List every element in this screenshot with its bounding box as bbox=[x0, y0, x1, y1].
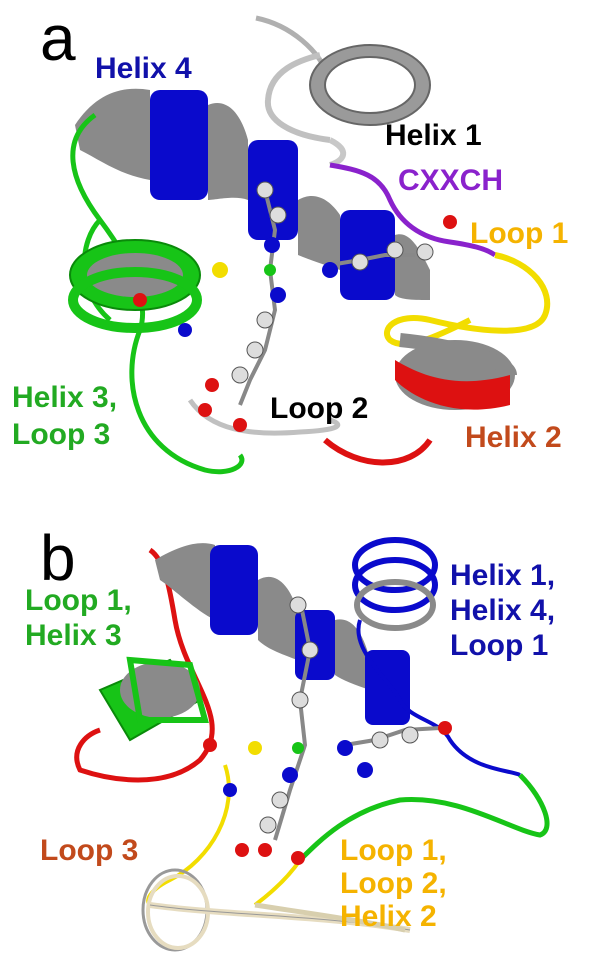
helix-3-ribbon-a bbox=[68, 112, 245, 475]
helix-1-coil-b bbox=[352, 537, 521, 777]
label-helix-3-a-line1: Helix 3, bbox=[12, 381, 117, 414]
heme-ball-and-stick-b bbox=[203, 596, 452, 865]
helix-1-ribbon-a bbox=[255, 15, 431, 168]
label-loop-2-a: Loop 2 bbox=[270, 392, 368, 425]
label-blue-b-line3: Loop 1 bbox=[450, 629, 548, 662]
loop-3-strand-b bbox=[74, 547, 215, 783]
label-blue-b-line2: Helix 4, bbox=[450, 594, 555, 627]
label-helix-1-a: Helix 1 bbox=[385, 119, 482, 152]
panel-a: a bbox=[12, 2, 568, 475]
label-green-b-line1: Loop 1, bbox=[25, 584, 132, 617]
bottom-coil-b bbox=[141, 868, 411, 952]
loop-2-strand bbox=[187, 398, 341, 436]
label-cxxch: CXXCH bbox=[398, 164, 503, 197]
label-orange-b-line1: Loop 1, bbox=[340, 834, 447, 867]
label-helix-2-a: Helix 2 bbox=[465, 421, 562, 454]
panel-a-letter: a bbox=[40, 2, 76, 74]
helix-4-ribbon-b bbox=[155, 543, 410, 725]
label-helix-4-a: Helix 4 bbox=[95, 52, 192, 85]
cxxch-strand bbox=[329, 162, 497, 258]
label-red-b-line1: Loop 3 bbox=[40, 834, 138, 867]
helix-3-ribbon-b bbox=[98, 656, 209, 742]
label-green-b-line2: Helix 3 bbox=[25, 619, 122, 652]
label-blue-b-line1: Helix 1, bbox=[450, 559, 555, 592]
label-loop-1-a: Loop 1 bbox=[470, 217, 568, 250]
loop-1-green-strand-b bbox=[298, 773, 550, 862]
panel-b-letter: b bbox=[40, 522, 76, 594]
label-orange-b-line2: Loop 2, bbox=[340, 867, 447, 900]
label-helix-3-a-line2: Loop 3 bbox=[12, 418, 110, 451]
heme-ball-and-stick-a bbox=[133, 181, 457, 432]
loop-yellow-strand-b-2 bbox=[253, 858, 302, 907]
panel-b: b bbox=[25, 522, 555, 952]
label-orange-b-line3: Helix 2 bbox=[340, 900, 437, 933]
helix-2-ribbon-a bbox=[323, 333, 517, 466]
